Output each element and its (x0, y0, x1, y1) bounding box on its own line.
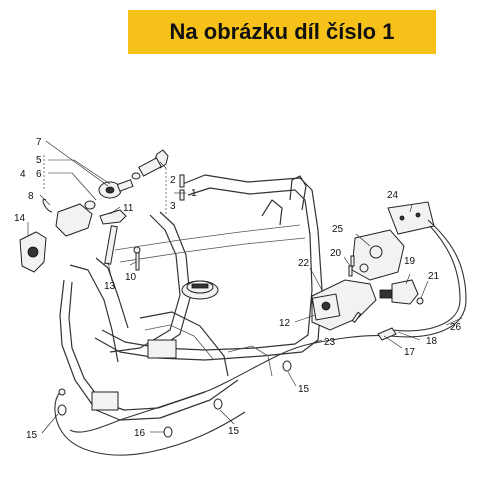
callout-2: 2 (170, 175, 176, 186)
release-actuator (391, 279, 419, 305)
washer (84, 200, 96, 210)
bolt-head (133, 246, 141, 254)
callout-15: 15 (298, 384, 310, 395)
lock-rod (104, 225, 118, 265)
callout-15: 15 (228, 426, 240, 437)
title-banner: Na obrázku díl číslo 1 (128, 10, 436, 54)
callout-3: 3 (170, 201, 176, 212)
cable-clip (163, 426, 173, 438)
frame-bracket (147, 339, 177, 359)
cable-end (377, 327, 397, 341)
actuator-end (379, 289, 393, 299)
seat-lock-assembly (311, 201, 435, 331)
pin (179, 174, 185, 188)
callout-1: 1 (191, 188, 197, 199)
callout-18: 18 (426, 336, 438, 347)
lock-housing (55, 203, 93, 237)
callout-5: 5 (36, 155, 42, 166)
callout-19: 19 (404, 256, 416, 267)
cable-clip (282, 360, 292, 372)
leader-lines (27, 140, 463, 434)
banner-text: Na obrázku díl číslo 1 (169, 19, 395, 44)
callout-4: 4 (20, 169, 26, 180)
callout-23: 23 (324, 337, 336, 348)
latch-plate (387, 201, 435, 235)
callout-6: 6 (36, 169, 42, 180)
callout-15: 15 (26, 430, 38, 441)
callout-13: 13 (104, 281, 116, 292)
cables (54, 219, 467, 456)
key-blade (138, 157, 162, 177)
bolt (350, 255, 355, 267)
callout-26: 26 (450, 322, 462, 333)
callout-numbers: 7 5 6 4 8 14 11 2 1 3 10 13 24 25 20 22 … (14, 137, 462, 441)
lock-keyhole (27, 246, 39, 258)
callout-24: 24 (387, 190, 399, 201)
bolt-head (416, 297, 424, 305)
frame-bracket (91, 391, 119, 411)
spring (131, 172, 141, 180)
callout-8: 8 (28, 191, 34, 202)
callout-22: 22 (298, 258, 310, 269)
latch-lever (99, 209, 127, 225)
lock-cylinder-core (105, 186, 115, 194)
callout-7: 7 (36, 137, 42, 148)
fuel-cap (181, 280, 219, 300)
cable-clip (213, 398, 223, 410)
seat-lock-core (321, 301, 331, 311)
callout-16: 16 (134, 428, 146, 439)
callout-17: 17 (404, 347, 416, 358)
screw (348, 265, 353, 277)
cable-clip (57, 404, 67, 416)
screw (351, 311, 362, 323)
callout-20: 20 (330, 248, 342, 259)
callout-12: 12 (279, 318, 291, 329)
ignition-lock-assembly (19, 149, 185, 273)
callout-14: 14 (14, 213, 26, 224)
cylinder-shaft (116, 179, 134, 192)
callout-21: 21 (428, 271, 440, 282)
callout-10: 10 (125, 272, 137, 283)
callout-11: 11 (123, 203, 134, 214)
pin (179, 189, 185, 201)
callout-25: 25 (332, 224, 344, 235)
scooter-frame (59, 174, 323, 421)
